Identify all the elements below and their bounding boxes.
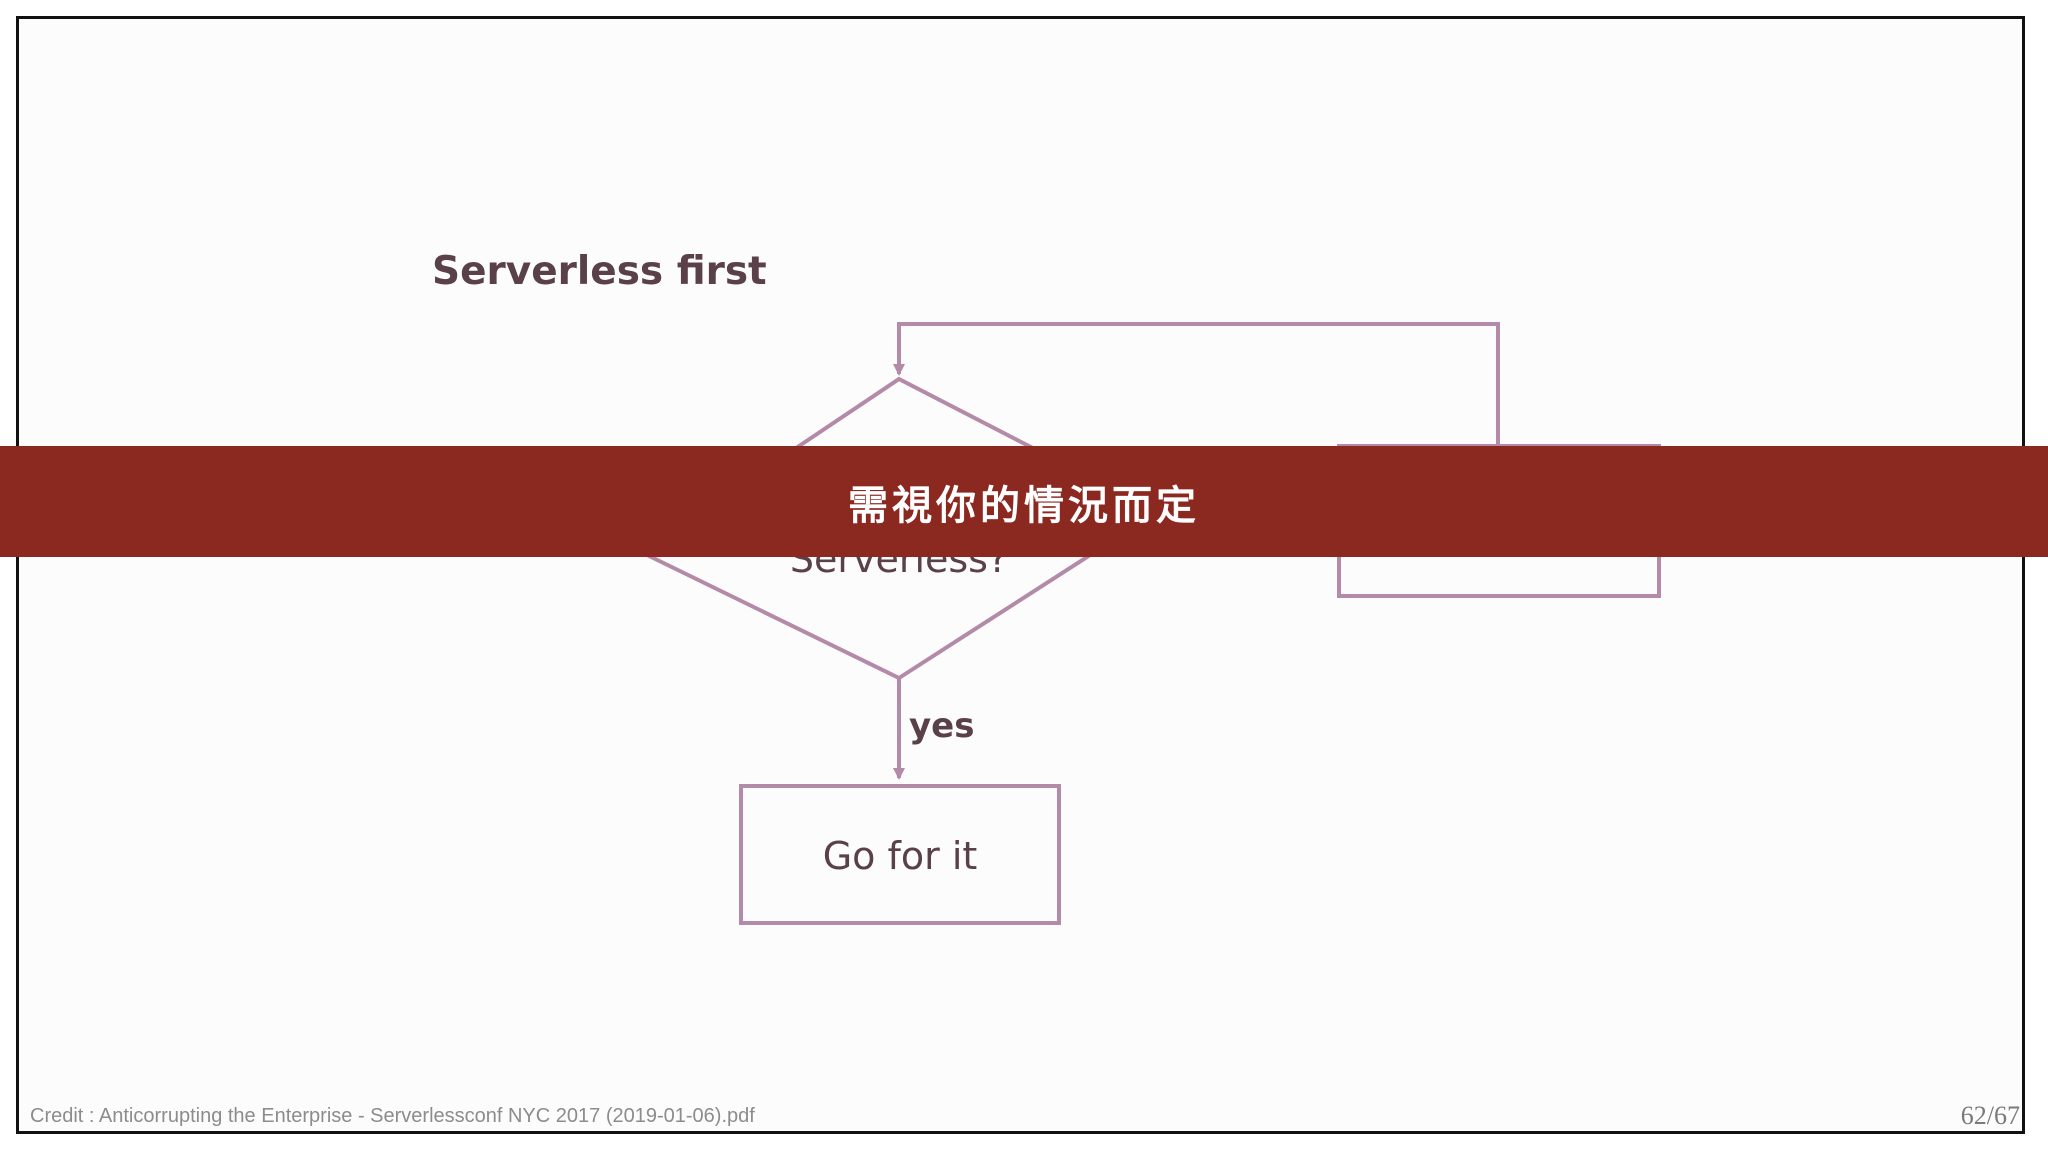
loop-back-connector bbox=[893, 322, 1500, 446]
slide-title: Serverless first bbox=[432, 249, 767, 294]
page-number: 62/67 bbox=[1960, 1101, 2020, 1130]
banner-text: 需視你的情況而定 bbox=[848, 481, 1200, 529]
subtitle-banner: 需視你的情況而定 bbox=[0, 446, 2048, 557]
yes-label: yes bbox=[909, 706, 974, 746]
action-text: Go for it bbox=[823, 834, 978, 878]
action-box bbox=[739, 784, 1061, 925]
credit-text: Credit : Anticorrupting the Enterprise -… bbox=[30, 1105, 755, 1127]
